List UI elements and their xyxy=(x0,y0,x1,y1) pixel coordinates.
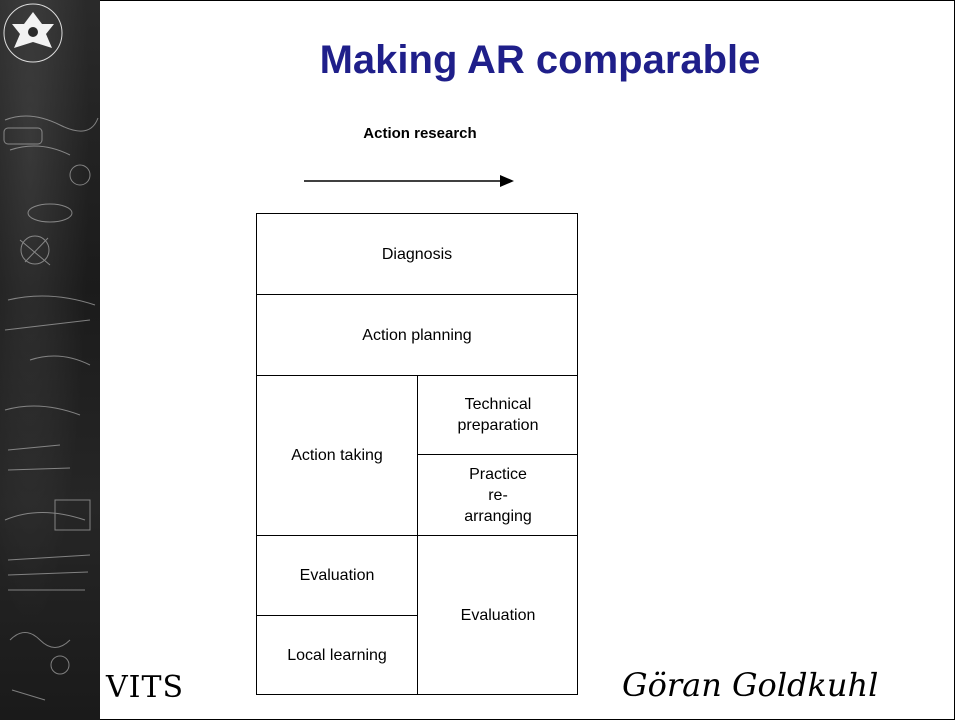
chalkboard-decoration xyxy=(3,115,99,701)
cell-action-planning: Action planning xyxy=(362,326,472,344)
arrow-label: Action research xyxy=(363,125,477,142)
footer-author: Göran Goldkuhl xyxy=(622,666,879,704)
ar-phase-table: Diagnosis Action planning Action taking … xyxy=(256,213,578,695)
cell-technical-preparation: Technical preparation xyxy=(457,396,539,434)
divider xyxy=(417,375,418,695)
slide-title: Making AR comparable xyxy=(319,38,761,82)
cell-action-taking: Action taking xyxy=(291,447,383,464)
cell-local-learning: Local learning xyxy=(287,647,387,664)
cell-evaluation-left: Evaluation xyxy=(299,567,375,584)
footer-vits: VITS xyxy=(106,670,185,705)
cell-diagnosis: Diagnosis xyxy=(381,245,453,263)
chalkboard-strip xyxy=(0,0,100,720)
right-arrow-icon xyxy=(304,175,514,187)
cell-practice-rearranging: Practice re-arranging xyxy=(464,465,532,525)
divider xyxy=(257,615,417,616)
divider xyxy=(417,454,577,455)
university-logo-icon xyxy=(3,3,63,63)
divider xyxy=(257,294,577,295)
cell-evaluation-right: Evaluation xyxy=(460,607,536,624)
